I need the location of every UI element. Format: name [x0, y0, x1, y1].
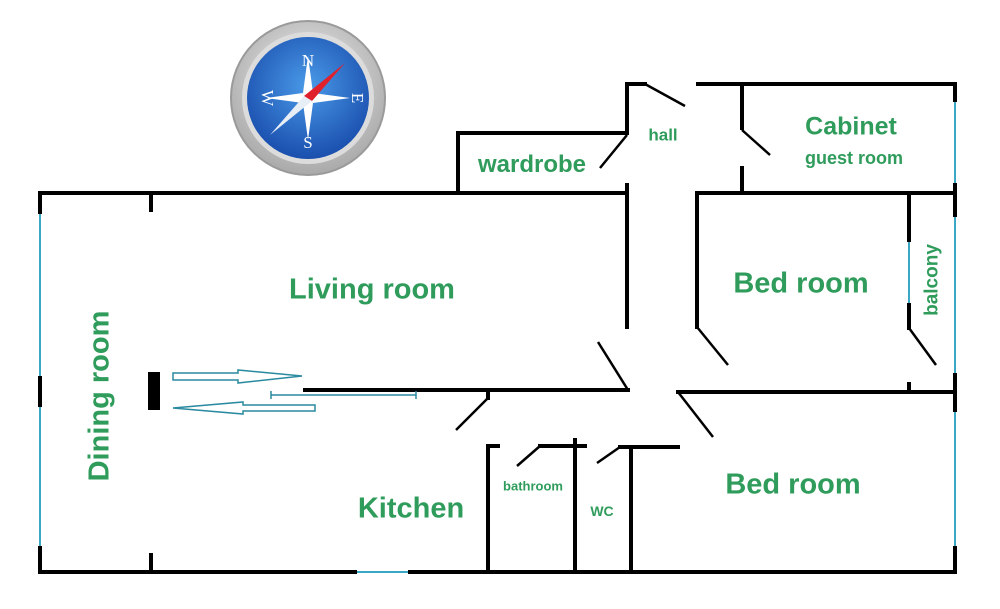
label-balcony: balcony [921, 244, 943, 316]
compass-west: W [258, 90, 277, 107]
arrow-right-icon [172, 369, 303, 384]
label-dining-room: Dining room [83, 310, 116, 482]
walls [38, 82, 957, 574]
label-wardrobe: wardrobe [477, 151, 587, 178]
label-cabinet: Cabinet [805, 112, 897, 141]
column [148, 372, 160, 410]
label-guest-room: guest room [804, 148, 904, 168]
direction-arrows [172, 369, 417, 415]
compass-north: N [302, 51, 314, 70]
windows [39, 100, 956, 573]
label-bathroom: bathroom [503, 478, 563, 494]
label-bedroom-2: Bed room [725, 468, 861, 501]
compass-east: E [348, 93, 367, 103]
compass-icon: N S E W [230, 20, 386, 176]
label-hall: hall [648, 125, 678, 145]
compass-south: S [303, 133, 312, 152]
label-wc: WC [590, 503, 614, 519]
doors [455, 82, 938, 467]
label-kitchen: Kitchen [357, 492, 465, 525]
label-living-room: Living room [289, 273, 455, 306]
label-bedroom-1: Bed room [733, 267, 869, 300]
arrow-left-icon [172, 401, 316, 415]
